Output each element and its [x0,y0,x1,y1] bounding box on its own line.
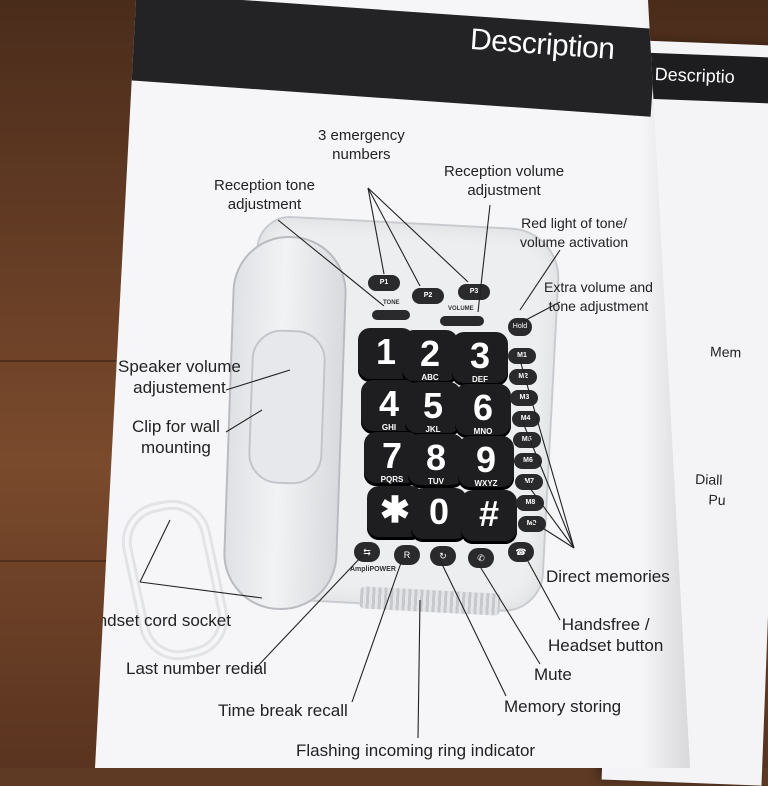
emergency-key-p1: P1 [368,275,400,291]
mute-button: ✆ [468,548,494,568]
memory-key: M6 [514,453,542,469]
label-handset-cord-socket: Handset cord socket [76,611,231,630]
recall-button: R [394,545,420,565]
label-memory-storing: Memory storing [504,697,622,716]
label-flashing-ring-indicator: Flashing incoming ring indicator [296,741,536,760]
memory-store-button: ↻ [430,546,456,566]
key-digit: 0 [428,491,450,532]
handsfree-button: ☎ [508,542,534,562]
key-letters: MNO [473,427,493,436]
next-page-fragment: Diall [694,470,723,488]
amplipower-label: AmpliPOWER [350,566,396,573]
label-time-break-recall: Time break recall [218,701,348,720]
key-digit: ✱ [379,489,411,530]
volume-slider [440,316,484,326]
next-page-fragment: Mem [709,343,742,361]
next-page-fragment: Pu [708,491,726,509]
memory-key: M5 [512,432,541,448]
memory-key: M3 [510,390,539,406]
label-handsfree: Handsfree / Headset button [548,615,664,655]
key-letters: WXYZ [474,479,498,488]
label-last-number-redial: Last number redial [126,659,267,678]
key-letters: TUV [428,477,444,486]
emergency-key-p3: P3 [458,284,490,300]
handset-cord [114,492,236,668]
key-letters: GHI [381,423,397,432]
key-digit: 6 [472,387,494,428]
emergency-key-p2: P2 [412,288,444,304]
key-letters: ABC [421,373,439,382]
memory-key: M1 [508,348,536,364]
key-letters: PQRS [380,475,404,484]
label-extra-volume: Extra volume and tone adjustment [544,279,653,314]
redial-button: ⇆ [354,542,380,562]
key-digit: # [478,493,500,534]
wood-grain [0,560,160,562]
volume-label: VOLUME [448,306,474,312]
key-digit: 8 [425,437,447,478]
wood-grain [0,360,160,362]
next-page-title: Descriptio [654,63,736,88]
key-digit: 3 [469,335,491,376]
tone-slider [372,310,410,320]
label-emergency-numbers: 3 emergency numbers [318,127,405,163]
memory-key: M8 [516,495,545,511]
label-clip-wall-mounting: Clip for wall mounting [132,417,220,457]
label-reception-volume: Reception volume adjustment [444,163,565,199]
key-digit: 5 [422,385,444,426]
label-speaker-volume: Speaker volume adjustement [118,357,241,397]
tone-label: TONE [383,300,400,306]
memory-key: M9 [517,516,546,532]
key-digit: 1 [375,331,397,372]
label-red-light: Red light of tone/ volume activation [520,215,629,250]
label-reception-tone: Reception tone adjustment [214,177,315,213]
key-digit: 7 [381,435,403,476]
memory-key: M2 [509,369,538,385]
key-digit: 2 [419,333,441,374]
key-digit: 4 [378,383,400,424]
memory-key: M4 [511,411,540,427]
key-letters: DEF [472,375,488,384]
label-direct-memories: Direct memories [546,567,670,586]
label-mute: Mute [534,665,572,684]
leader-line [417,599,421,739]
hold-button: Hold [508,318,532,336]
key-digit: 9 [475,439,497,480]
keypad-key: # [461,490,517,544]
memory-key: M7 [515,474,544,490]
key-letters: JKL [425,425,441,434]
handset-grip [247,328,327,486]
keypad-key: 0 [411,488,467,542]
